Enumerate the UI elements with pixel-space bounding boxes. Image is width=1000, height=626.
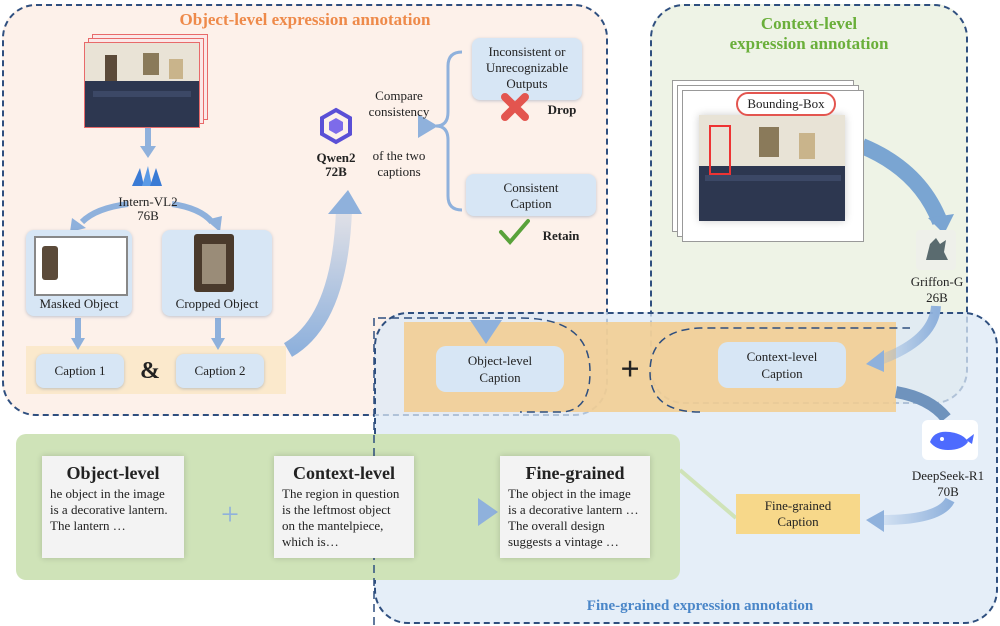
consistent-line1: Consistent [503, 180, 559, 195]
context-caption-line2: Caption [761, 366, 803, 381]
masked-object-label: Masked Object [39, 296, 119, 311]
intern-size: 76B [137, 208, 159, 223]
whale-logo-icon [922, 420, 978, 460]
arrow-intern-to-masked [79, 201, 129, 225]
masked-object-panel: Masked Object [26, 230, 132, 316]
arrow-retain-to-object-caption-head [470, 320, 502, 344]
griffon-name: Griffon-G [910, 274, 964, 289]
bbox-label: Bounding-Box [736, 92, 836, 116]
arrow-intern-to-masked-head [70, 218, 86, 232]
compare-line4: captions [377, 164, 421, 179]
compare-line2: consistency [368, 104, 430, 119]
masked-object-image [34, 236, 128, 296]
input-image-stack [84, 34, 208, 128]
arrow-intern-to-cropped-head [206, 216, 222, 232]
ampersand: & [140, 358, 160, 384]
arrow-griffon-to-context-caption [878, 305, 941, 365]
compare-line1: Compare [375, 88, 423, 103]
fine-caption-box: Fine-grained Caption [736, 494, 860, 534]
compare-line3: of the two [372, 148, 426, 163]
inconsistent-box: Inconsistent or Unrecognizable Outputs [472, 38, 582, 100]
arrow-context-to-griffon [858, 138, 948, 226]
bbox-red-rect [709, 125, 731, 175]
inconsistent-line2: Unrecognizable [485, 60, 569, 75]
connector-panel-to-fine-caption [678, 468, 738, 520]
arrow-context-to-fine-card-head [478, 498, 498, 526]
arrow-qwen-to-bracket-head [418, 114, 438, 138]
lantern-scene-image [84, 42, 200, 128]
fine-grained-card-title: Fine-grained [525, 463, 625, 483]
inconsistent-line3: Outputs [506, 76, 548, 91]
arrow-masked-to-caption1-head [71, 338, 85, 350]
object-caption-box: Object-level Caption [436, 346, 564, 392]
drop-label: Drop [547, 102, 577, 117]
context-scene-image [682, 90, 864, 242]
object-caption-line1: Object-level [467, 353, 533, 368]
retain-label: Retain [542, 228, 580, 243]
arrow-captions-to-qwen [283, 209, 352, 357]
qwen-size: 72B [325, 164, 347, 179]
fine-grained-title: Fine-grained expression annotation [586, 598, 814, 614]
context-level-card-body: The region in question is the leftmost o… [282, 486, 400, 549]
arrow-context-to-griffon-head [928, 214, 954, 234]
inconsistent-line1: Inconsistent or [488, 44, 566, 59]
fine-grained-card-body: The object in the image is a decorative … [508, 486, 639, 549]
griffon-size: 26B [926, 290, 948, 305]
fine-caption-line2: Caption [777, 514, 819, 529]
object-level-card: Object-level he object in the image is a… [42, 456, 184, 558]
context-level-title-line2: expression annotation [729, 34, 889, 53]
cards-plus: + [220, 496, 240, 532]
cropped-object-panel: Cropped Object [162, 230, 272, 316]
object-level-title: Object-level expression annotation [179, 10, 431, 29]
griffon-logo-icon [916, 230, 956, 270]
arrow-deepseek-to-fine-caption [881, 497, 955, 525]
qwen-logo-icon [316, 106, 356, 146]
arrow-merge-to-deepseek [894, 386, 951, 422]
arrow-image-to-intern-head [140, 146, 156, 158]
context-level-card: Context-level The region in question is … [274, 456, 414, 558]
object-level-card-body: he object in the image is a decorative l… [50, 486, 168, 533]
arrow-cropped-to-caption2-head [211, 338, 225, 350]
merge-plus: + [620, 351, 640, 388]
fine-grained-card: Fine-grained The object in the image is … [500, 456, 650, 558]
intern-name: Intern-VL2 [118, 194, 178, 209]
context-caption-line1: Context-level [746, 349, 818, 364]
object-level-card-title: Object-level [66, 463, 160, 483]
qwen-name: Qwen2 [316, 150, 356, 165]
object-caption-line2: Caption [479, 370, 521, 385]
caption1-box: Caption 1 [36, 354, 124, 388]
context-caption-box: Context-level Caption [718, 342, 846, 388]
context-level-title-line1: Context-level [760, 14, 858, 33]
consistent-caption-box: Consistent Caption [466, 174, 596, 216]
fine-caption-line1: Fine-grained [764, 498, 832, 513]
arrow-deepseek-to-fine-caption-head [866, 510, 884, 532]
caption2-box: Caption 2 [176, 354, 264, 388]
deepseek-name: DeepSeek-R1 [911, 468, 985, 483]
decision-bracket [435, 50, 463, 212]
consistent-line2: Caption [510, 196, 552, 211]
arrow-griffon-to-context-caption-head [866, 350, 884, 372]
deepseek-size: 70B [937, 484, 959, 499]
cropped-object-label: Cropped Object [175, 296, 259, 311]
retain-check-icon [498, 218, 530, 246]
context-level-card-title: Context-level [293, 463, 395, 483]
arrow-captions-to-qwen-head [328, 190, 362, 214]
drop-x-icon [500, 92, 530, 122]
cropped-object-image [194, 234, 234, 292]
intern-logo-icon [128, 160, 168, 192]
